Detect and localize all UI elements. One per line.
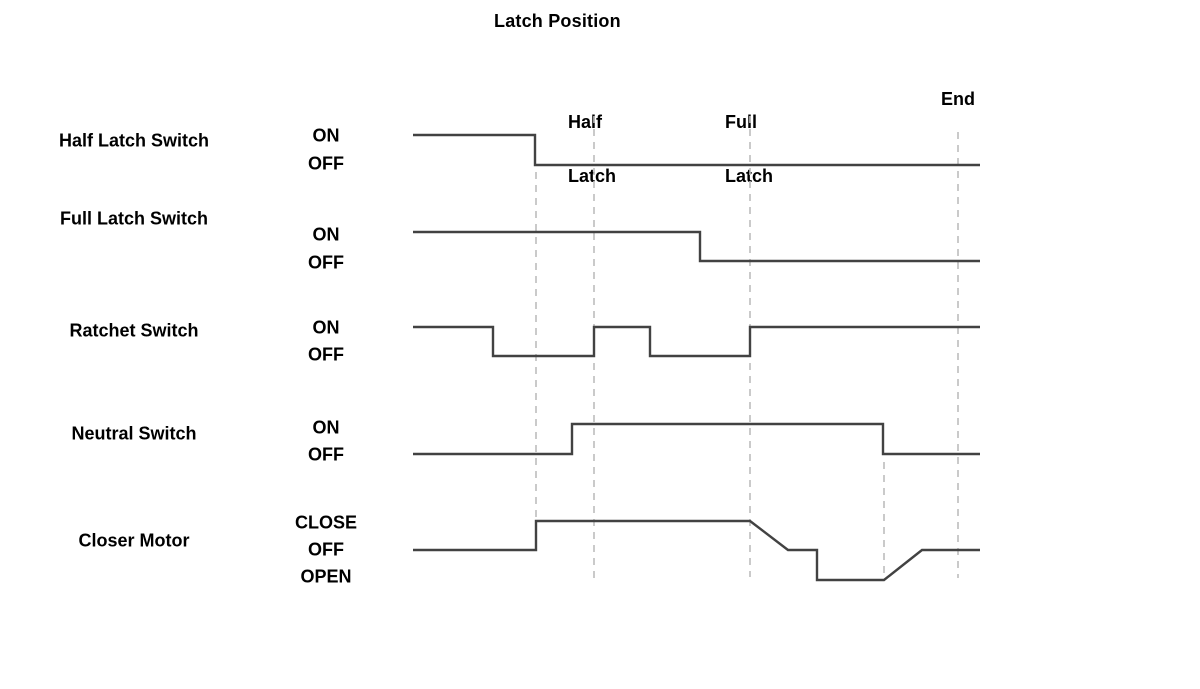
waveform-half-latch-switch xyxy=(413,133,980,167)
column-header-full-latch-line1: Full xyxy=(725,112,757,132)
level-label-full-latch-off: OFF xyxy=(308,252,344,273)
waveform-neutral-switch xyxy=(413,422,980,456)
level-label-closer-motor-close: CLOSE xyxy=(294,512,357,533)
signal-label-neutral-switch: Neutral Switch xyxy=(71,423,197,444)
signal-label-ratchet-switch: Ratchet Switch xyxy=(69,320,199,341)
diagram-title: Latch Position xyxy=(494,11,621,31)
column-header-half-latch-line2: Latch xyxy=(568,166,617,186)
column-header-full-latch-line2: Latch xyxy=(725,166,774,186)
column-header-end: End xyxy=(941,89,975,109)
waveform-full-latch-switch xyxy=(413,230,980,263)
level-label-ratchet-off: OFF xyxy=(308,344,344,365)
level-label-half-latch-off: OFF xyxy=(308,153,344,174)
signal-label-half-latch-switch: Half Latch Switch xyxy=(58,130,210,151)
signal-label-full-latch-switch: Full Latch Switch xyxy=(59,208,208,229)
level-label-half-latch-on: ON xyxy=(312,125,340,146)
column-header-full-latch: Full Latch xyxy=(725,77,773,221)
level-label-neutral-on: ON xyxy=(312,417,340,438)
level-label-closer-motor-off: OFF xyxy=(308,539,344,560)
level-label-ratchet-on: ON xyxy=(312,317,340,338)
level-label-closer-motor-open: OPEN xyxy=(300,566,352,587)
level-label-neutral-off: OFF xyxy=(308,444,344,465)
waveform-closer-motor xyxy=(413,519,980,582)
signal-label-closer-motor: Closer Motor xyxy=(78,530,190,551)
waveform-ratchet-switch xyxy=(413,325,980,358)
level-label-full-latch-on: ON xyxy=(312,224,340,245)
